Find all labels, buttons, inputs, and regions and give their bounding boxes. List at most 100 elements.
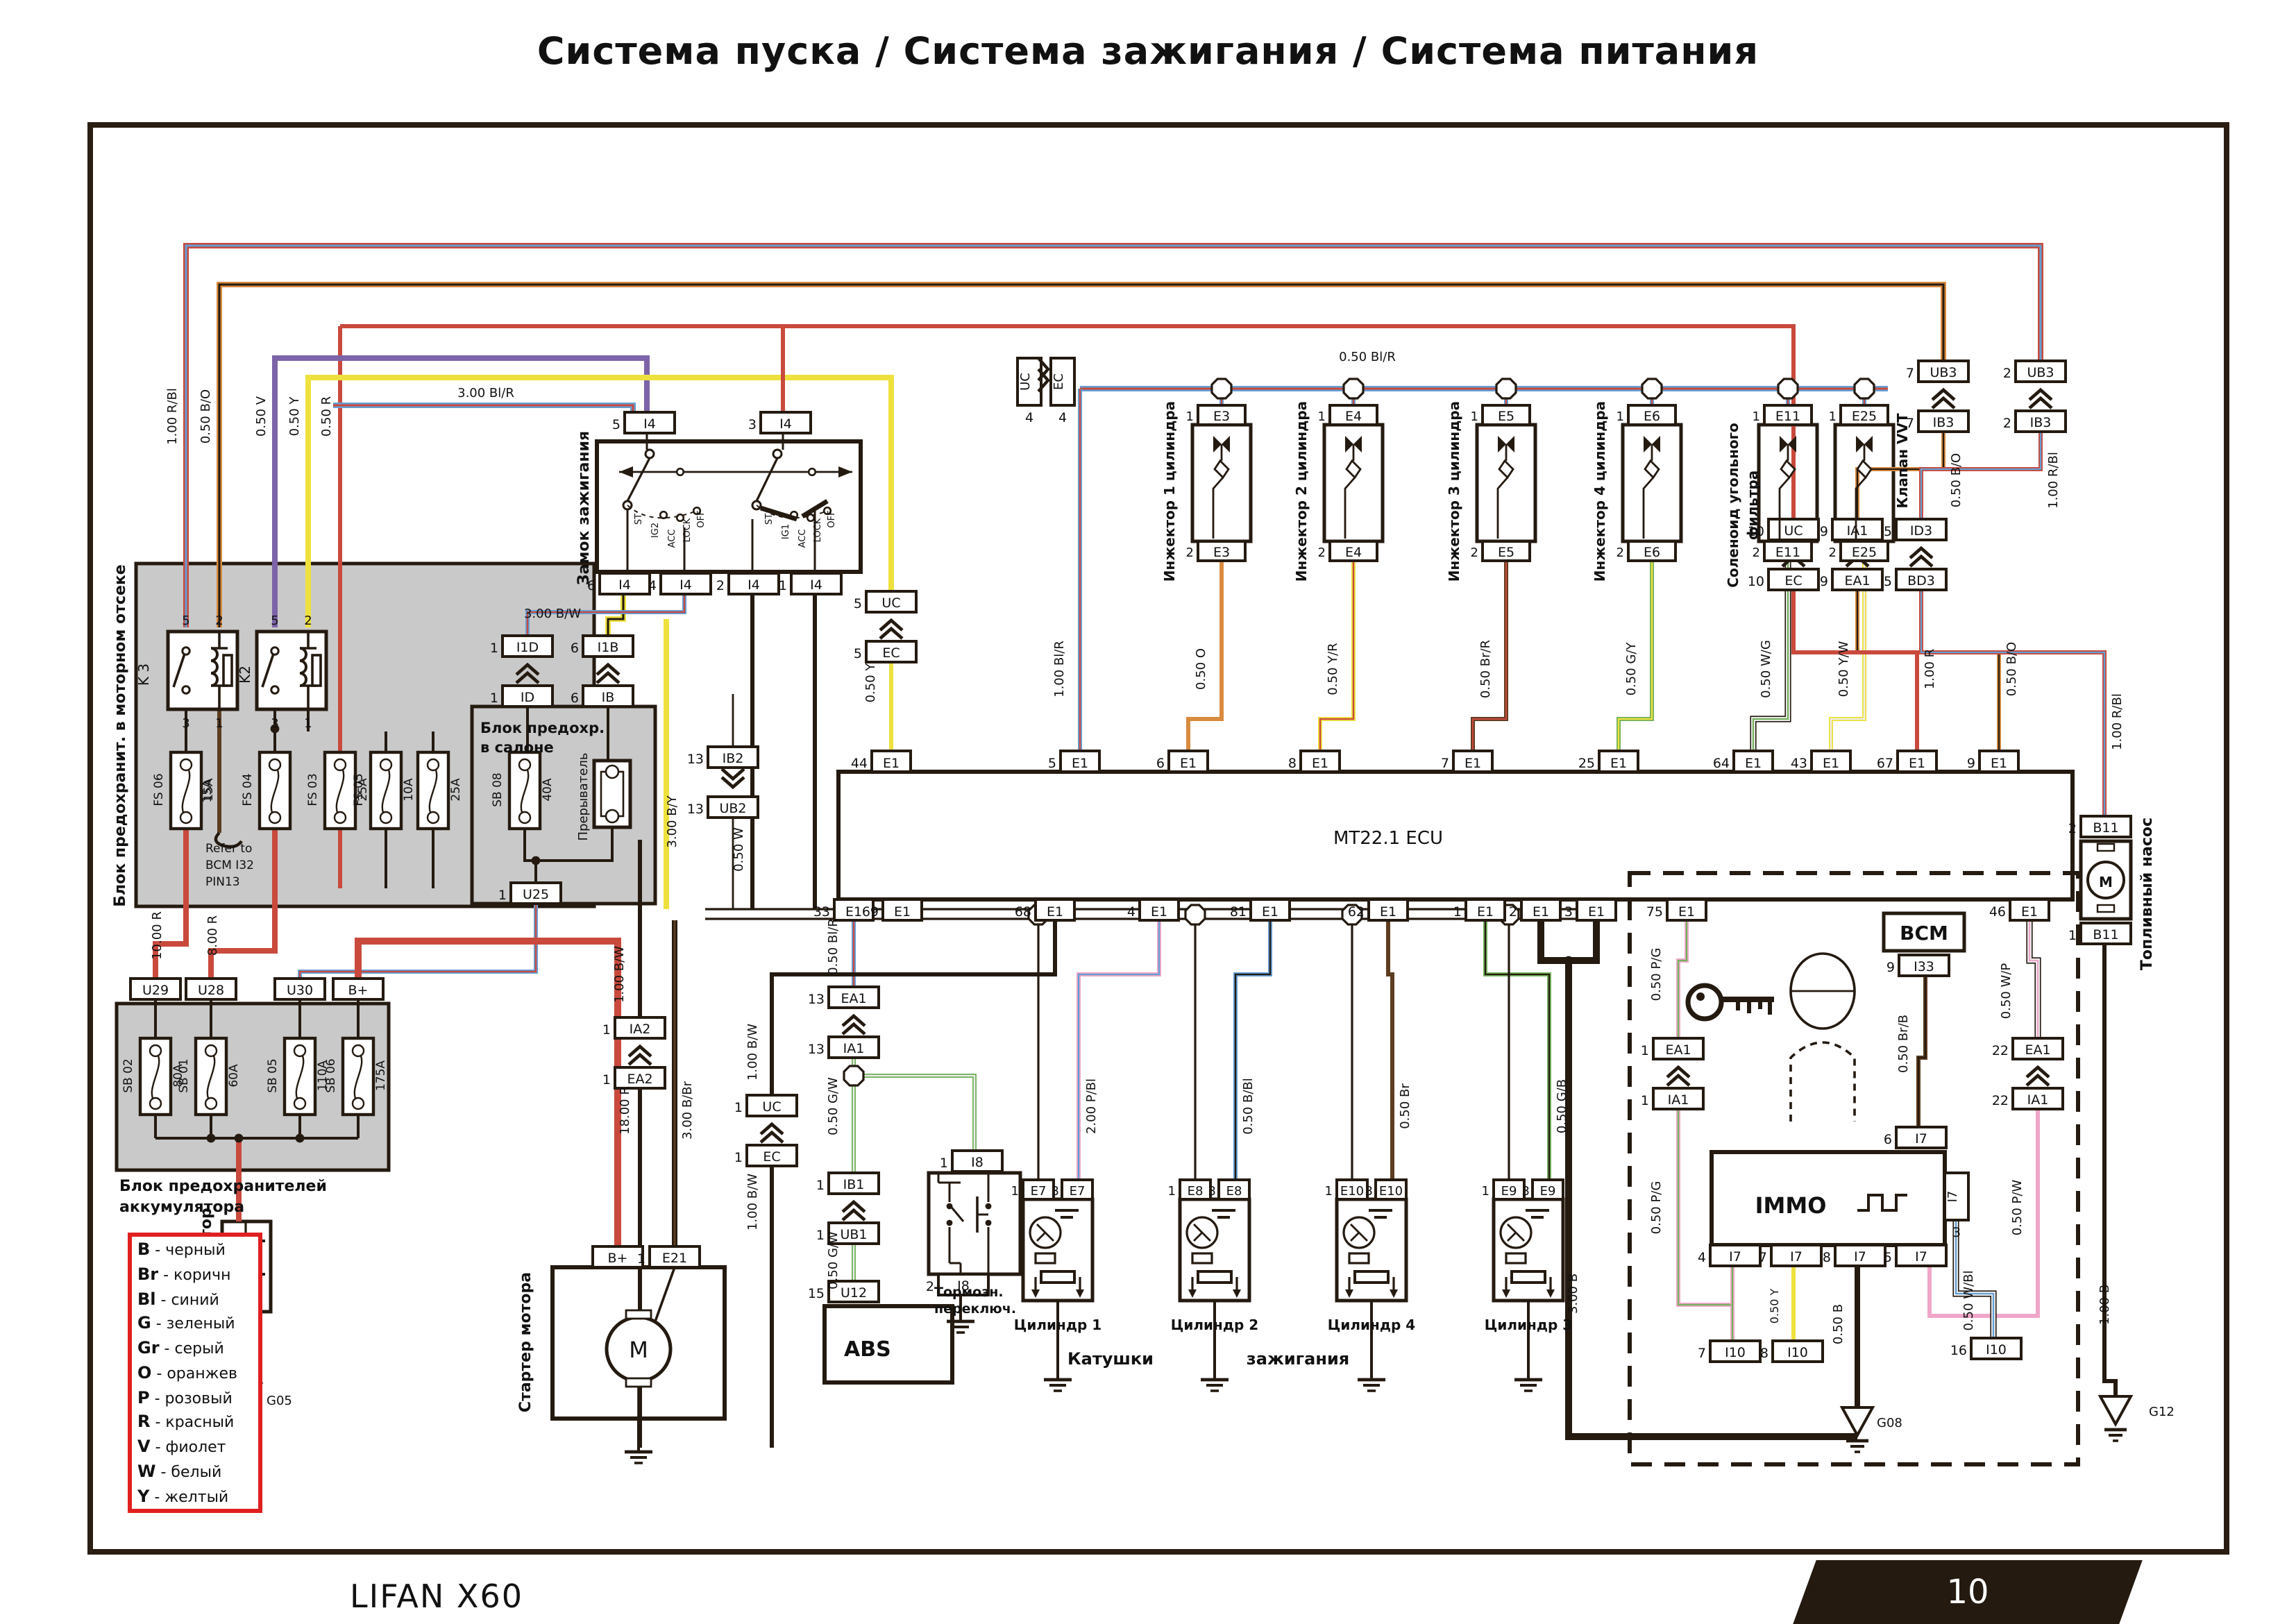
svg-text:E3: E3 — [1213, 409, 1230, 424]
svg-text:8: 8 — [1288, 756, 1297, 771]
svg-text:Цилиндр 1: Цилиндр 1 — [1014, 1317, 1101, 1333]
svg-text:15A: 15A — [202, 778, 216, 802]
svg-text:13: 13 — [808, 992, 825, 1007]
svg-text:IG1: IG1 — [781, 524, 791, 539]
svg-text:IB3: IB3 — [1933, 415, 1955, 430]
svg-text:44: 44 — [851, 756, 868, 771]
svg-text:E25: E25 — [1852, 545, 1877, 560]
svg-text:IB3: IB3 — [2030, 415, 2052, 430]
svg-text:9: 9 — [1886, 960, 1895, 975]
immo-dashed-boundary — [1628, 871, 2080, 1466]
svg-text:1: 1 — [1829, 409, 1837, 424]
bus-chevrons — [1037, 357, 1050, 393]
svg-text:I4: I4 — [679, 577, 692, 593]
svg-text:OFF: OFF — [696, 510, 707, 527]
svg-text:1: 1 — [940, 1156, 948, 1171]
svg-text:UC: UC — [762, 1099, 781, 1115]
svg-text:E1: E1 — [1823, 756, 1839, 771]
svg-text:25A: 25A — [449, 778, 463, 802]
svg-text:IA1: IA1 — [1847, 523, 1868, 539]
svg-text:I8: I8 — [971, 1155, 984, 1170]
svg-text:9: 9 — [1820, 574, 1828, 589]
svg-text:U12: U12 — [841, 1285, 867, 1301]
svg-text:SB 01: SB 01 — [177, 1058, 191, 1093]
svg-text:I7: I7 — [1915, 1249, 1927, 1264]
svg-text:FS 03: FS 03 — [306, 773, 320, 806]
svg-text:1: 1 — [1471, 409, 1478, 424]
svg-text:69: 69 — [862, 904, 879, 920]
svg-text:E5: E5 — [1498, 409, 1514, 424]
svg-text:FS 06: FS 06 — [152, 773, 166, 806]
svg-text:Катушки: Катушки — [1067, 1349, 1154, 1369]
svg-text:E1: E1 — [1072, 756, 1088, 771]
svg-text:0.50 Br/B: 0.50 Br/B — [1896, 1015, 1911, 1073]
svg-text:1: 1 — [734, 1100, 743, 1115]
svg-text:Замок зажигания: Замок зажигания — [575, 431, 593, 585]
svg-text:ACC: ACC — [797, 530, 808, 548]
svg-text:3: 3 — [1208, 1184, 1216, 1199]
svg-text:0.50 B/O: 0.50 B/O — [2004, 642, 2019, 696]
page-number: 10 — [1946, 1573, 1989, 1612]
svg-text:25: 25 — [1578, 756, 1595, 771]
svg-text:E7: E7 — [1070, 1184, 1086, 1199]
svg-text:0.50 B/O: 0.50 B/O — [199, 389, 213, 443]
svg-text:E1: E1 — [1610, 756, 1627, 771]
legend-item: O - оранжев — [137, 1362, 237, 1382]
svg-text:0.50 Y/R: 0.50 Y/R — [1326, 643, 1340, 695]
svg-text:U29: U29 — [142, 983, 169, 998]
svg-text:E9: E9 — [1540, 1184, 1556, 1199]
svg-text:E1: E1 — [1151, 904, 1167, 920]
svg-text:1.00 R: 1.00 R — [1923, 649, 1937, 689]
svg-text:1.00 R/Bl: 1.00 R/Bl — [2110, 693, 2125, 750]
svg-text:5: 5 — [182, 614, 189, 628]
svg-text:E1: E1 — [1745, 756, 1762, 771]
svg-text:1: 1 — [734, 1150, 743, 1165]
svg-text:0.50 G/W: 0.50 G/W — [826, 1077, 841, 1135]
svg-text:EC: EC — [763, 1149, 780, 1165]
svg-text:1.00 B: 1.00 B — [2097, 1285, 2112, 1325]
svg-text:IA1: IA1 — [1668, 1092, 1689, 1108]
svg-text:1.00 R/Bl: 1.00 R/Bl — [2046, 452, 2061, 509]
svg-text:7: 7 — [1698, 1346, 1706, 1361]
svg-text:Цилиндр 4: Цилиндр 4 — [1328, 1317, 1415, 1333]
svg-text:62: 62 — [1348, 904, 1365, 920]
svg-text:15A: 15A — [201, 779, 214, 803]
svg-text:110A: 110A — [316, 1060, 330, 1091]
svg-text:13: 13 — [808, 1042, 825, 1057]
svg-text:G12: G12 — [2149, 1405, 2175, 1419]
svg-text:SB 02: SB 02 — [121, 1058, 135, 1093]
svg-text:3.00 Bl/R: 3.00 Bl/R — [457, 386, 514, 400]
svg-text:3.00 B/Y: 3.00 B/Y — [665, 795, 679, 847]
svg-text:E11: E11 — [1775, 409, 1800, 424]
svg-text:E3: E3 — [1213, 545, 1230, 560]
legend-item: Gr - серый — [137, 1338, 224, 1358]
svg-text:K 3: K 3 — [135, 663, 152, 686]
svg-text:2: 2 — [1318, 545, 1326, 560]
svg-text:1: 1 — [1482, 1184, 1489, 1199]
svg-text:Блок предохранителей: Блок предохранителей — [119, 1178, 327, 1195]
svg-text:ST: ST — [634, 514, 644, 525]
svg-text:7: 7 — [1441, 756, 1449, 771]
svg-text:0.50 P/W: 0.50 P/W — [2010, 1180, 2025, 1236]
svg-text:0.50 P/G: 0.50 P/G — [1649, 1181, 1664, 1235]
svg-text:1: 1 — [816, 1228, 825, 1243]
svg-text:25A: 25A — [356, 778, 370, 802]
svg-text:10.00 R: 10.00 R — [150, 911, 164, 960]
svg-text:E4: E4 — [1345, 545, 1362, 560]
svg-text:IA2: IA2 — [630, 1022, 651, 1037]
svg-text:1: 1 — [816, 1178, 825, 1193]
svg-text:1: 1 — [490, 691, 498, 706]
connectors: UB37IB37UB32IB32UC10EC10IA19EA19ID35BD35… — [129, 357, 2132, 1363]
svg-text:3: 3 — [1564, 904, 1573, 920]
svg-text:I4: I4 — [643, 416, 656, 432]
legend-item: Bl - синий — [137, 1289, 219, 1309]
svg-text:E1: E1 — [1047, 904, 1063, 920]
svg-text:EA1: EA1 — [2025, 1042, 2050, 1058]
svg-text:0.50 W/P: 0.50 W/P — [1999, 963, 2014, 1020]
svg-text:1: 1 — [1641, 1043, 1649, 1058]
svg-text:E1: E1 — [883, 756, 900, 771]
svg-text:5: 5 — [1048, 756, 1056, 771]
svg-text:1: 1 — [1318, 409, 1326, 424]
svg-text:1: 1 — [490, 641, 498, 656]
